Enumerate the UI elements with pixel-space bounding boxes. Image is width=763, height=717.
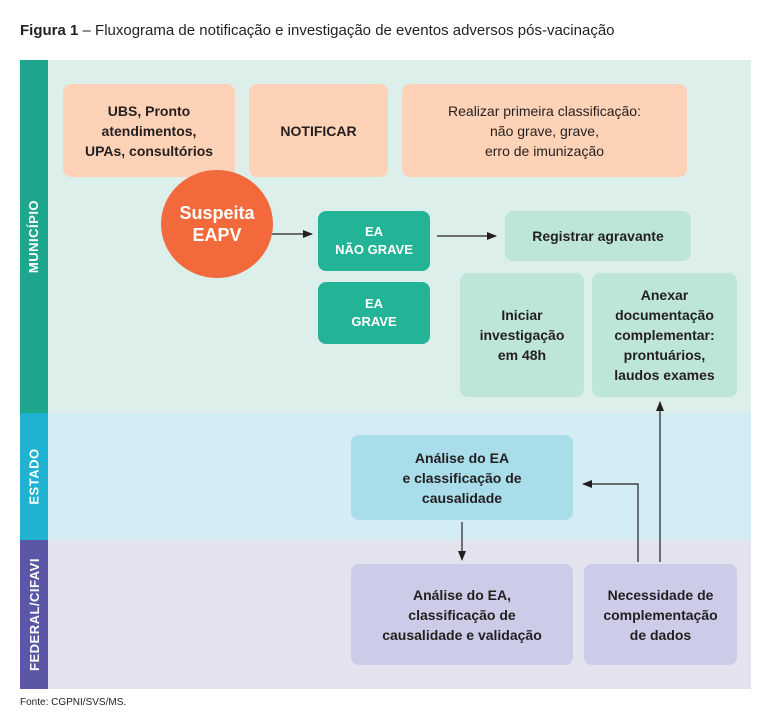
figure-caption: – Fluxograma de notificação e investigaç… [78,22,615,39]
node-notificar: NOTIFICAR [249,84,388,177]
lane-label-estado: ESTADO [20,413,48,540]
arrow-necessidade-to-estado [582,480,639,562]
node-registrar-agravante: Registrar agravante [505,211,691,261]
node-primeira-classificacao: Realizar primeira classificação:não grav… [402,84,687,177]
lane-label-municipio: MUNICÍPIO [20,60,48,413]
arrow-suspeita-to-ea [267,230,313,238]
lane-label-federal: FEDERAL/CIFAVI [20,540,48,689]
figure-number: Figura 1 [20,22,79,39]
source-note: Fonte: CGPNI/SVS/MS. [20,697,127,708]
figure-title: Figura 1 – Fluxograma de notificação e i… [20,22,615,39]
